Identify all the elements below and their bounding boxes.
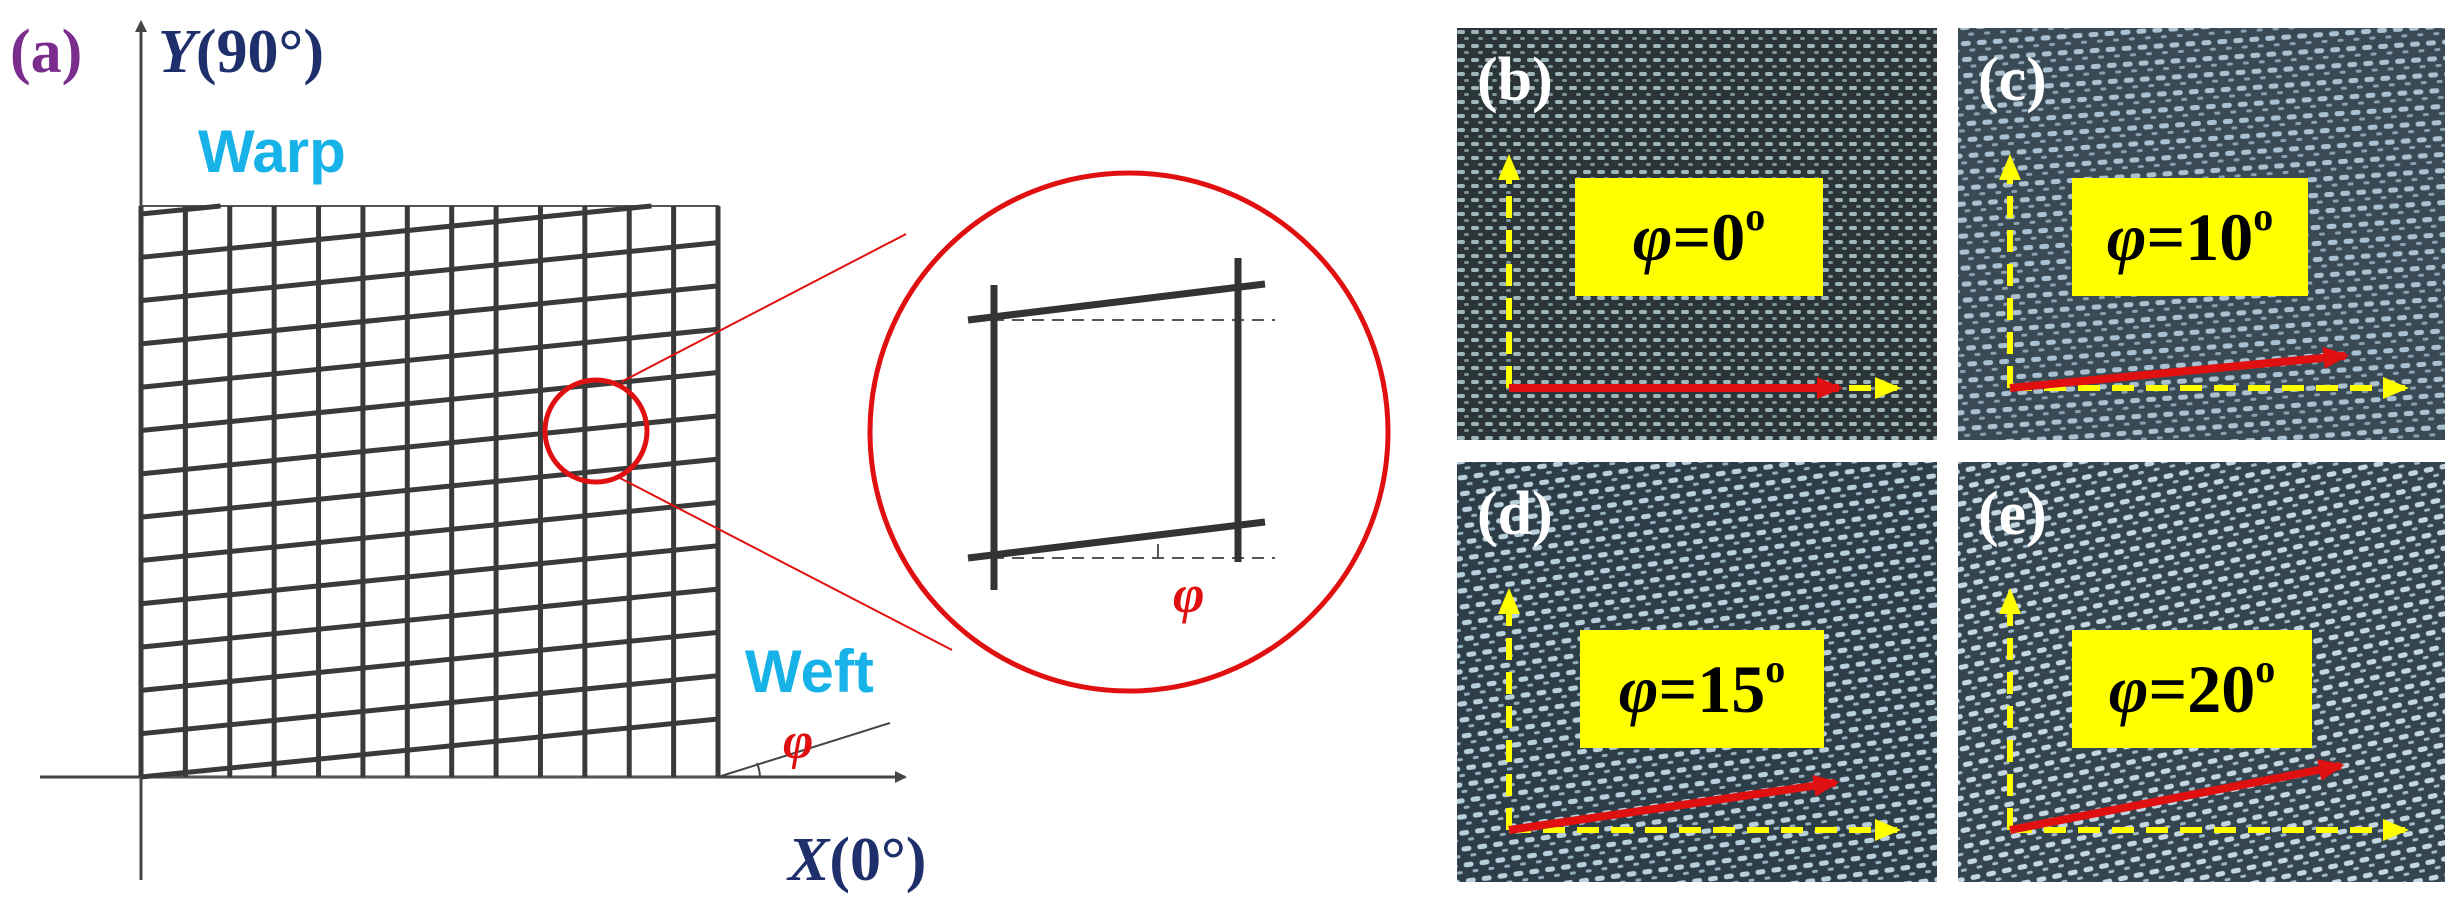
phi-value-text: φ=20o — [2109, 646, 2276, 727]
phi-number: =0 — [1673, 199, 1746, 275]
weft-thread — [140, 203, 652, 260]
weft-thread — [140, 716, 719, 780]
degree-mark: o — [1765, 646, 1785, 691]
phi-value-text: φ=10o — [2107, 194, 2274, 275]
phi-symbol: φ — [2109, 651, 2149, 727]
panel-a-label: (a) — [10, 18, 82, 86]
photo-panel-c: (c) φ=10o — [1958, 28, 2445, 440]
weft-thread — [140, 456, 719, 520]
x-axis-angle: (0°) — [829, 826, 926, 894]
weft-thread — [140, 673, 719, 737]
phi-value-text: φ=15o — [1619, 646, 1786, 727]
photo-panel-b: (b) φ=0o — [1457, 28, 1937, 440]
phi-value-text: φ=0o — [1633, 194, 1766, 275]
red-weft-arrow — [2009, 759, 2345, 834]
fabric-grid — [138, 203, 721, 780]
x-axis-var: X — [786, 826, 831, 894]
weft-thread — [140, 203, 221, 217]
magnified-cell: φ — [967, 258, 1275, 624]
degree-mark: o — [2255, 646, 2275, 691]
zoom-line-top — [620, 233, 907, 383]
y-axis-var: Y — [158, 18, 201, 86]
y-axis-label: Y(90°) — [158, 18, 324, 86]
phi-number: =20 — [2149, 651, 2256, 727]
phi-value-box — [1575, 178, 1823, 296]
phi-value-box — [1580, 630, 1824, 748]
weft-skew-line — [717, 722, 891, 778]
weft-thread — [140, 413, 719, 477]
weft-thread — [140, 586, 719, 650]
weft-thread — [140, 326, 719, 390]
degree-mark: o — [1745, 194, 1765, 239]
angle-arc — [756, 762, 761, 778]
photo-panel-label: (b) — [1477, 46, 1553, 114]
zoom-angle-symbol: φ — [1173, 564, 1205, 624]
warp-label: Warp — [198, 118, 346, 185]
weft-thread — [140, 499, 719, 563]
photo-panel-d: (d) φ=15o — [1457, 462, 1937, 882]
phi-symbol: φ — [1633, 199, 1673, 275]
angle-symbol: φ — [783, 713, 813, 770]
photo-panels: (b)φ=0o(c)φ=10o(d)φ=15o(e)φ=20o — [1457, 28, 2445, 882]
phi-symbol: φ — [2107, 199, 2147, 275]
zoom-weft-top — [967, 280, 1266, 324]
weft-thread — [140, 240, 719, 304]
photo-panel-label: (e) — [1978, 480, 2047, 548]
weft-label: Weft — [745, 638, 874, 705]
photo-panel-e: (e) φ=20o — [1958, 462, 2445, 882]
weft-thread — [140, 543, 719, 607]
weft-thread — [140, 629, 719, 693]
zoom-line-bottom — [617, 476, 953, 651]
phi-value-box — [2072, 178, 2308, 296]
phi-number: =10 — [2147, 199, 2254, 275]
weft-thread — [140, 283, 719, 347]
phi-number: =15 — [1659, 651, 1766, 727]
red-weft-arrow — [1508, 774, 1840, 834]
magnified-circle — [867, 170, 1391, 694]
photo-panel-label: (c) — [1978, 46, 2047, 114]
magnifier-source-circle — [542, 377, 650, 485]
panel-a: (a) Y(90°) X(0°) Warp Weft φ — [10, 18, 1391, 894]
phi-value-box — [2072, 630, 2312, 748]
red-weft-arrow — [2009, 346, 2350, 392]
photo-panel-label: (d) — [1477, 480, 1553, 548]
y-axis-angle: (90°) — [196, 18, 324, 86]
phi-symbol: φ — [1619, 651, 1659, 727]
x-axis-label: X(0°) — [786, 826, 926, 894]
degree-mark: o — [2253, 194, 2273, 239]
zoom-weft-bottom — [967, 518, 1266, 562]
